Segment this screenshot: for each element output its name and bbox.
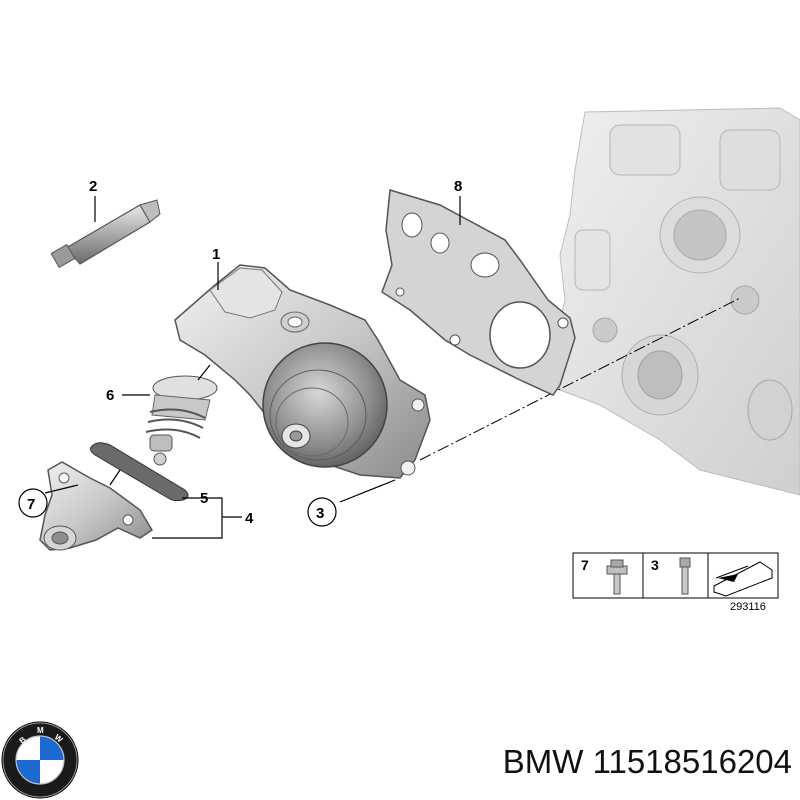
svg-text:M: M (37, 726, 44, 735)
callout-7-circle: 7 (18, 488, 48, 518)
callout-3: 3 (316, 505, 324, 522)
bmw-logo: B M W (1, 721, 79, 799)
callout-6: 6 (106, 387, 114, 404)
legend-item-3: 3 (651, 557, 659, 573)
callout-3-circle: 3 (307, 497, 337, 527)
fastener-legend: 7 3 293116 (572, 552, 779, 613)
brand-name: BMW (502, 743, 584, 780)
callout-7: 7 (27, 496, 35, 513)
svg-text:W: W (53, 733, 65, 745)
callout-4: 4 (245, 510, 254, 527)
callouts: 2 1 8 6 5 4 7 3 (18, 178, 462, 527)
thermostat-housing (39, 461, 154, 551)
diagram-code: 293116 (730, 601, 766, 613)
flange-bolt-icon (606, 559, 628, 595)
seal-ring-part-5 (90, 442, 189, 502)
callout-8: 8 (454, 178, 462, 195)
gasket-part-8 (381, 189, 576, 396)
gasket-symbol-icon (713, 561, 773, 597)
callout-5: 5 (200, 490, 208, 507)
svg-text:B: B (18, 735, 28, 746)
leader-lines (44, 196, 461, 539)
part-caption: BMW 11518516204 (412, 740, 792, 784)
sealant-tube-part-2 (50, 199, 161, 269)
callout-1: 1 (212, 246, 220, 263)
bolt-icon (679, 557, 691, 595)
legend-item-7: 7 (581, 557, 589, 573)
water-pump-part-1 (174, 264, 431, 479)
engine-block (554, 107, 800, 496)
part-number: 11518516204 (592, 743, 792, 780)
thermostat-part-6 (145, 375, 218, 466)
callout-2: 2 (89, 178, 97, 195)
